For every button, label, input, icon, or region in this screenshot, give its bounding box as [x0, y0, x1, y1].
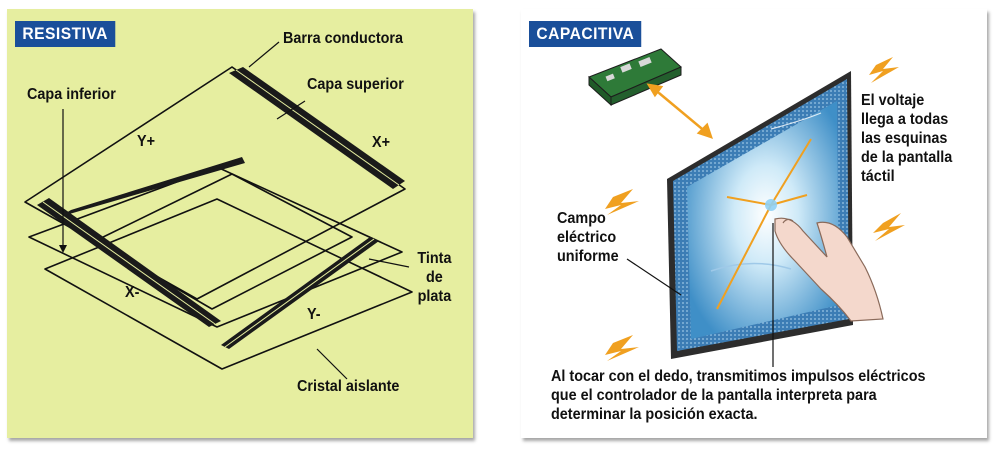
insulating-glass-layer — [44, 198, 413, 370]
capacitive-panel: CAPACITIVA El voltaje llega a todas las … — [521, 9, 987, 438]
capacitive-diagram — [588, 48, 905, 367]
resistive-title: RESISTIVA — [15, 21, 116, 47]
label-x-minus: X- — [125, 284, 140, 301]
bar-x-minus — [59, 157, 245, 217]
label-y-plus: Y+ — [137, 133, 156, 150]
controller-chip — [588, 48, 682, 107]
resistive-panel: RESISTIVA Barra conductora Capa inferior… — [7, 9, 473, 438]
label-cristal-aislante: Cristal aislante — [297, 378, 400, 395]
caption: Al tocar con el dedo, transmitimos impul… — [551, 368, 926, 423]
label-tinta-de-plata: Tinta de plata — [417, 250, 452, 305]
hand-icon — [774, 217, 884, 322]
label-barra-conductora: Barra conductora — [283, 30, 404, 47]
label-y-minus: Y- — [307, 306, 321, 323]
label-el-voltaje: El voltaje llega a todas las esquinas de… — [861, 92, 953, 185]
lower-layer — [28, 166, 403, 328]
label-capa-inferior: Capa inferior — [27, 86, 116, 103]
label-capa-superior: Capa superior — [307, 76, 404, 93]
spark-icons — [605, 57, 905, 361]
top-window — [94, 173, 353, 310]
label-campo-electrico: Campo eléctrico uniforme — [557, 210, 619, 265]
resistive-diagram — [24, 41, 413, 380]
label-x-plus: X+ — [372, 134, 391, 151]
capacitive-title: CAPACITIVA — [529, 21, 642, 47]
touch-screen — [667, 71, 853, 359]
